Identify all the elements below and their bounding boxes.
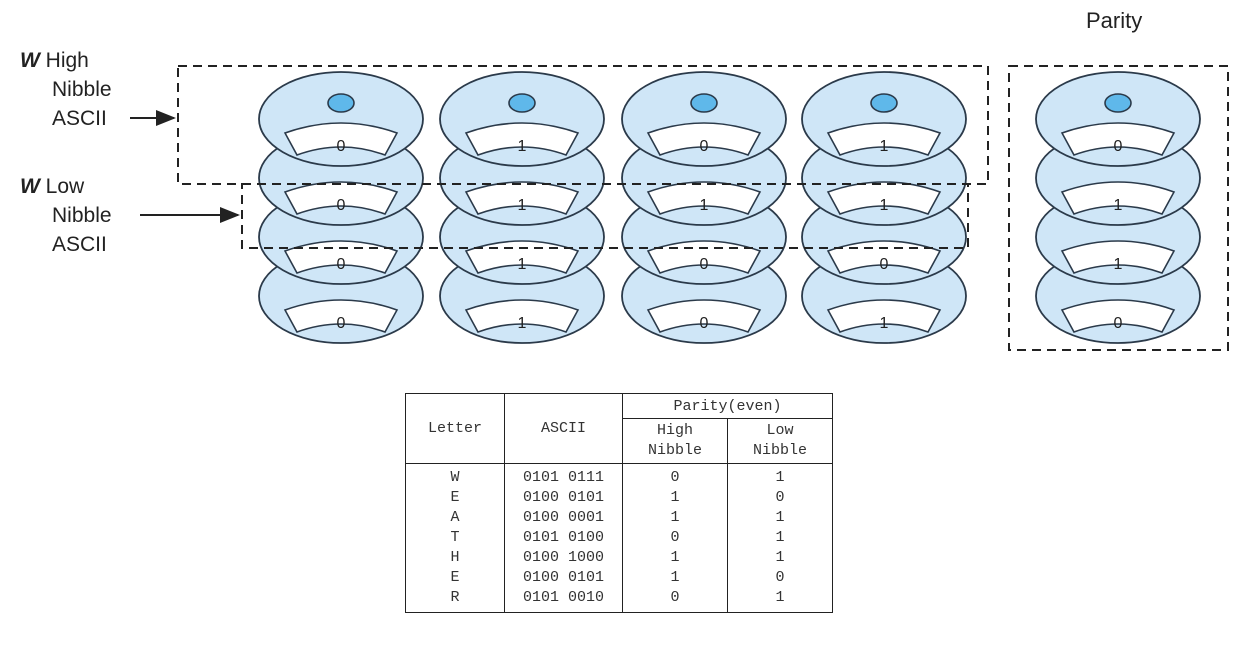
cell-ascii: 0100 0101 — [504, 488, 623, 508]
low-nibble-group-box — [241, 183, 969, 249]
high-nibble-label: W High Nibble ASCII — [20, 46, 112, 133]
disk-bit-label: 1 — [518, 197, 527, 214]
high-label-line1: High — [45, 49, 89, 72]
parity-title: Parity — [1086, 8, 1143, 33]
disk-bit-label: 1 — [880, 197, 889, 214]
header-ascii: ASCII — [504, 393, 623, 464]
disk-bit-label: 0 — [337, 138, 346, 155]
disk-bit-label: 0 — [337, 315, 346, 332]
disk-bit-label: 1 — [518, 138, 527, 155]
disk-bit-label: 0 — [1114, 138, 1123, 155]
disk-platter: 0 — [621, 71, 787, 167]
low-label-line3: ASCII — [52, 233, 107, 256]
cell-ascii: 0100 1000 — [504, 548, 623, 568]
cell-low: 1 — [727, 548, 833, 568]
cell-low: 1 — [727, 588, 833, 613]
disk-platter: 0 — [258, 71, 424, 167]
cell-letter: H — [405, 548, 505, 568]
parity-table: Letter ASCII Parity(even) High Nibble Lo… — [405, 393, 833, 613]
cell-low: 1 — [727, 528, 833, 548]
disk-bit-label: 0 — [337, 256, 346, 273]
disk-bit-label: 1 — [1114, 256, 1123, 273]
cell-high: 0 — [622, 463, 728, 488]
cell-high: 1 — [622, 508, 728, 528]
cell-ascii: 0101 0010 — [504, 588, 623, 613]
spindle-hub — [1104, 93, 1132, 113]
cell-letter: T — [405, 528, 505, 548]
data-disk-2-stack: 1 1 1 1 — [439, 71, 605, 344]
cell-ascii: 0101 0111 — [504, 463, 623, 488]
header-high-line1: High — [656, 422, 693, 439]
cell-high: 0 — [622, 528, 728, 548]
data-disk-4-stack: 1 0 1 1 — [801, 71, 967, 344]
header-parity: Parity(even) — [622, 393, 833, 419]
low-label-line1: Low — [45, 175, 85, 198]
cell-letter: E — [405, 568, 505, 588]
cell-ascii: 0100 0101 — [504, 568, 623, 588]
disk-bit-label: 1 — [518, 315, 527, 332]
data-disk-1-stack: 0 0 0 0 — [258, 71, 424, 344]
parity-disk-stack: 0 1 1 0 — [1035, 71, 1201, 344]
parity-group-box — [1008, 65, 1229, 351]
disk-platter: 0 — [1035, 71, 1201, 167]
high-nibble-group-box — [177, 65, 989, 185]
spindle-hub — [508, 93, 536, 113]
cell-high: 1 — [622, 568, 728, 588]
disk-platter: 1 — [439, 71, 605, 167]
cell-high: 0 — [622, 588, 728, 613]
header-high-nibble: High Nibble — [622, 418, 728, 464]
cell-letter: W — [405, 463, 505, 488]
cell-letter: R — [405, 588, 505, 613]
high-label-letter: W — [20, 49, 40, 72]
disk-platter: 1 — [801, 71, 967, 167]
cell-ascii: 0100 0001 — [504, 508, 623, 528]
disk-bit-label: 0 — [700, 315, 709, 332]
disk-bit-label: 0 — [700, 138, 709, 155]
header-low-line1: Low — [766, 422, 794, 439]
disk-bit-label: 0 — [337, 197, 346, 214]
spindle-hub — [690, 93, 718, 113]
cell-low: 1 — [727, 463, 833, 488]
disk-bit-label: 0 — [880, 256, 889, 273]
low-nibble-label: W Low Nibble ASCII — [20, 172, 112, 259]
header-low-nibble: Low Nibble — [727, 418, 833, 464]
spindle-hub — [870, 93, 898, 113]
disk-bit-label: 1 — [700, 197, 709, 214]
disk-bit-label: 0 — [700, 256, 709, 273]
cell-letter: A — [405, 508, 505, 528]
cell-letter: E — [405, 488, 505, 508]
low-label-letter: W — [20, 175, 40, 198]
cell-high: 1 — [622, 548, 728, 568]
cell-high: 1 — [622, 488, 728, 508]
cell-ascii: 0101 0100 — [504, 528, 623, 548]
disk-bit-label: 0 — [1114, 315, 1123, 332]
high-label-line3: ASCII — [52, 107, 107, 130]
high-label-line2: Nibble — [52, 78, 112, 101]
header-letter: Letter — [405, 393, 505, 464]
data-disk-3-stack: 0 0 1 0 — [621, 71, 787, 344]
disk-bit-label: 1 — [518, 256, 527, 273]
header-low-line2: Nibble — [752, 442, 807, 459]
disk-bit-label: 1 — [880, 138, 889, 155]
spindle-hub — [327, 93, 355, 113]
disk-bit-label: 1 — [880, 315, 889, 332]
disk-bit-label: 1 — [1114, 197, 1123, 214]
low-label-line2: Nibble — [52, 204, 112, 227]
cell-low: 1 — [727, 508, 833, 528]
header-high-line2: Nibble — [647, 442, 702, 459]
cell-low: 0 — [727, 568, 833, 588]
cell-low: 0 — [727, 488, 833, 508]
